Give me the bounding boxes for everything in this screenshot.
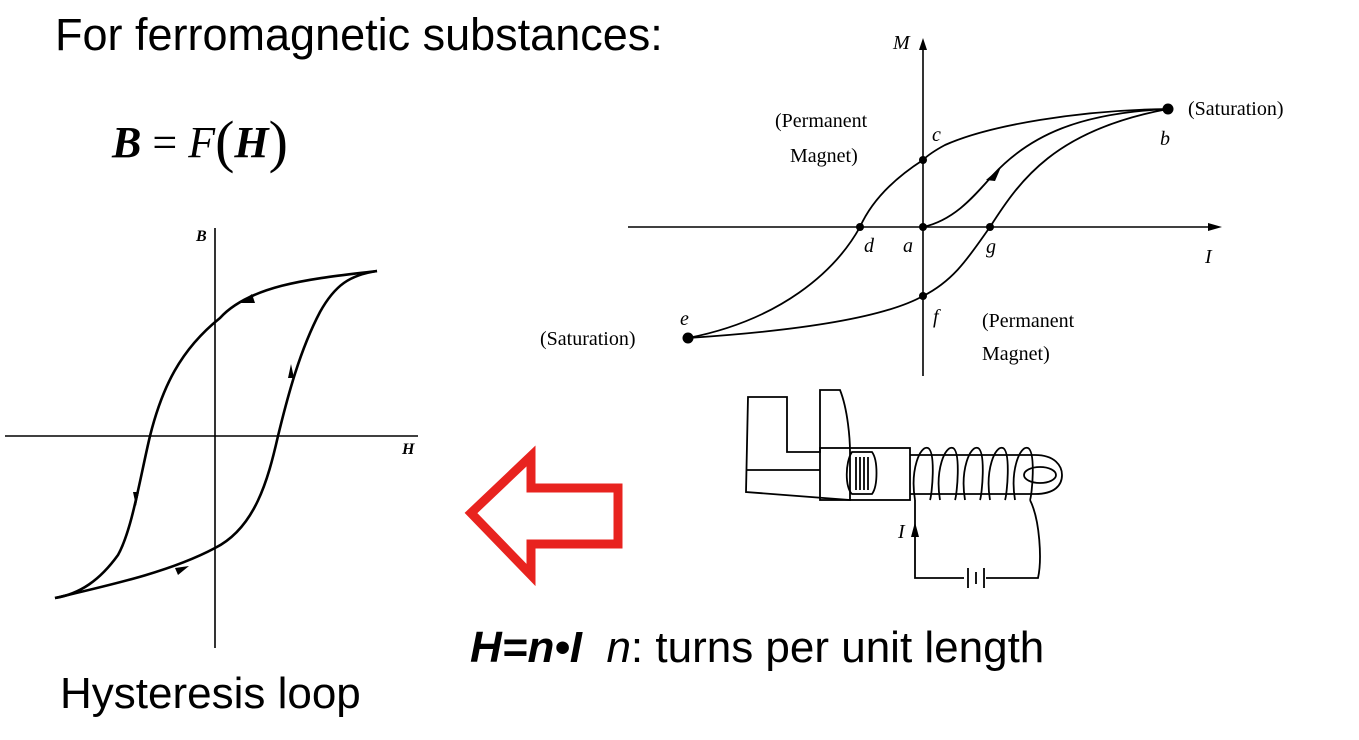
wrench-jaw: [745, 389, 851, 501]
initial-curve-arrow-icon: [986, 167, 1001, 181]
field-relation: H=n•I n: turns per unit length: [470, 622, 1044, 674]
label-e: e: [680, 308, 689, 330]
point-d: [856, 223, 864, 231]
m-axis-arrow-icon: [919, 38, 927, 50]
label-f: f: [933, 306, 941, 328]
saturation-bottom-label: (Saturation): [540, 328, 636, 350]
hysteresis-caption: Hysteresis loop: [60, 669, 361, 718]
relation-var: n: [606, 623, 631, 672]
i-axis-arrow-icon: [1208, 223, 1222, 231]
perm-bottom-line2: Magnet): [982, 343, 1050, 365]
constitutive-equation: B = F(H): [112, 110, 288, 175]
loop-arrow-left: [133, 492, 139, 506]
i-axis-label: I: [1204, 246, 1213, 268]
eq-func: F: [188, 118, 216, 167]
current-arrow-icon: [911, 522, 919, 537]
point-g: [986, 223, 994, 231]
loop-arrow-top: [240, 294, 255, 303]
handle-hole: [1023, 466, 1057, 484]
upper-branch: [687, 108, 1169, 339]
relation-desc: : turns per unit length: [630, 623, 1045, 672]
circuit-right-wire: [986, 499, 1041, 579]
m-axis-label: M: [892, 32, 911, 54]
perm-bottom-line1: (Permanent: [982, 310, 1075, 332]
wrench-slide-body: [819, 447, 911, 501]
lower-branch: [687, 108, 1169, 339]
worm-screw: [845, 451, 878, 495]
eq-arg: H: [234, 118, 269, 167]
point-f: [919, 292, 927, 300]
hysteresis-loop-plot: B H: [5, 228, 418, 648]
eq-equals: =: [141, 118, 189, 167]
eq-lhs: B: [112, 118, 142, 167]
circuit-left-wire: [914, 500, 964, 579]
label-b: b: [1160, 128, 1170, 150]
label-d: d: [864, 235, 875, 257]
ascending-branch: [54, 269, 378, 600]
coil-turns: [912, 447, 1034, 501]
point-b-saturation: [1162, 103, 1174, 115]
eq-lparen: (: [215, 109, 235, 174]
initial-curve: [922, 108, 1169, 228]
magnetization-plot: M I c d a g f b e (Saturation) (Saturati…: [540, 32, 1284, 376]
current-label: I: [897, 521, 906, 543]
b-axis-label: B: [195, 228, 207, 245]
h-axis-label: H: [401, 441, 415, 458]
perm-top-line1: (Permanent: [775, 110, 868, 132]
wrench-handle: [910, 454, 1063, 495]
eq-rparen: ): [268, 109, 288, 174]
relation-formula: H=n•I: [470, 623, 582, 672]
red-arrow-icon: [464, 445, 623, 587]
loop-arrow-bottom: [175, 566, 189, 575]
page-title: For ferromagnetic substances:: [55, 9, 663, 60]
label-c: c: [932, 124, 941, 146]
saturation-top-label: (Saturation): [1188, 98, 1284, 120]
label-a: a: [903, 235, 913, 257]
point-a: [919, 223, 927, 231]
wrench-electromagnet: [745, 389, 1063, 588]
descending-branch: [54, 269, 378, 600]
point-e-saturation: [682, 332, 694, 344]
point-c: [919, 156, 927, 164]
label-g: g: [986, 236, 996, 258]
loop-arrow-right: [288, 364, 294, 378]
perm-top-line2: Magnet): [790, 145, 858, 167]
